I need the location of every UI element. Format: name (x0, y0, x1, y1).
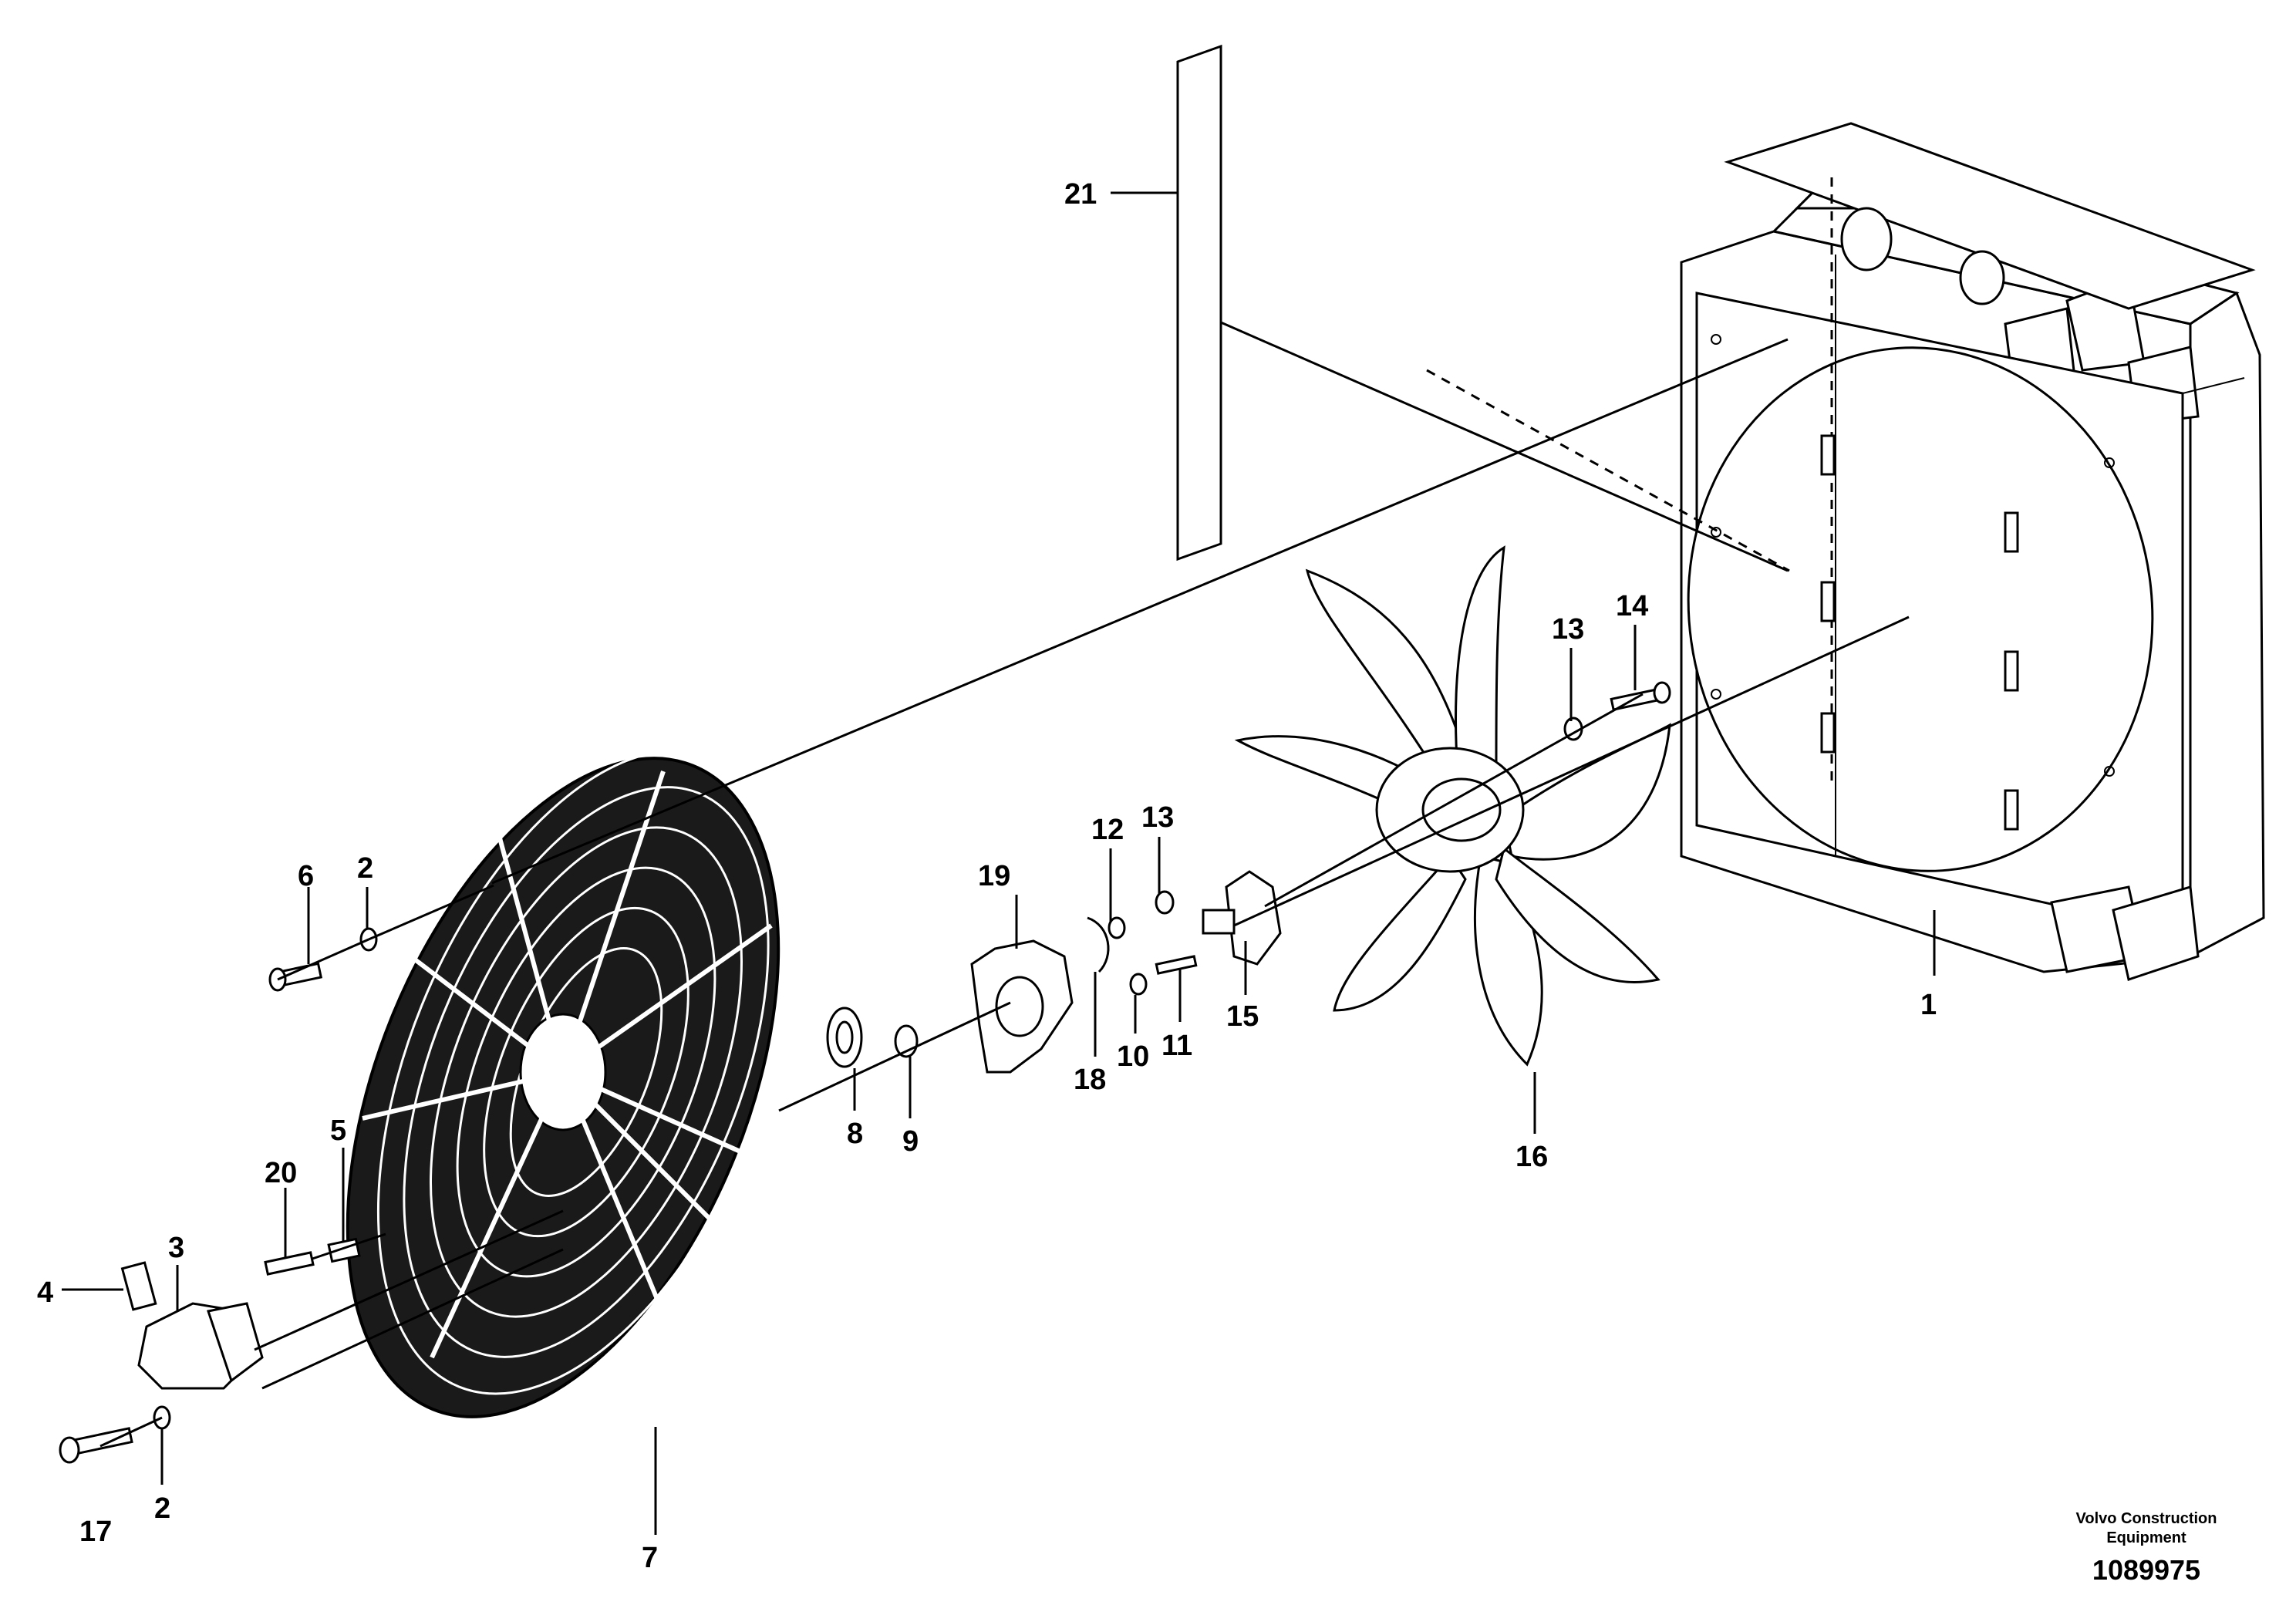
caption-line-2: Equipment (2106, 1529, 2186, 1546)
assembly-lines (99, 321, 1910, 1448)
caption-line-1: Volvo Construction (2076, 1510, 2217, 1527)
part-10-washer (1129, 973, 1148, 996)
callout-17: 17 (79, 1516, 112, 1548)
callout-9: 9 (902, 1125, 919, 1158)
callout-21: 21 (1064, 178, 1097, 211)
part-8-bearing (826, 1007, 863, 1068)
part-6-bolt (268, 962, 323, 992)
callout-6: 6 (298, 860, 314, 892)
callout-16: 16 (1515, 1141, 1548, 1173)
callout-10: 10 (1117, 1040, 1149, 1073)
callout-4: 4 (37, 1276, 53, 1309)
part-7-fan-guard (346, 749, 804, 1418)
part-12-washer (1108, 916, 1126, 939)
callout-19: 19 (978, 860, 1010, 892)
part-18-circlip (1087, 916, 1110, 973)
part-17-bolt (59, 1427, 133, 1464)
part-1-radiator (1680, 122, 2265, 981)
callout-numbers: 21 1 2 6 3 4 5 20 17 2 7 8 9 19 18 10 11… (37, 178, 1937, 1574)
callout-7: 7 (642, 1542, 658, 1574)
part-15-hub (1202, 870, 1282, 966)
part-21-strip (1176, 44, 1222, 561)
callout-8: 8 (847, 1118, 863, 1150)
callout-15: 15 (1226, 1000, 1259, 1033)
callout-5: 5 (330, 1114, 346, 1147)
part-20-bolt (264, 1251, 315, 1276)
callout-13-right: 13 (1552, 613, 1584, 646)
part-19-mounting-plate (970, 939, 1074, 1074)
callout-14: 14 (1616, 590, 1648, 622)
callout-1: 1 (1920, 989, 1937, 1021)
part-16-fan (1234, 545, 1671, 1067)
callout-20: 20 (265, 1157, 297, 1189)
caption: Volvo Construction Equipment 1089975 (2076, 1510, 2217, 1586)
part-11-bolt (1155, 955, 1198, 975)
callout-12: 12 (1091, 814, 1124, 846)
callout-2-top: 2 (357, 852, 373, 885)
callout-2-bottom: 2 (154, 1492, 170, 1525)
callout-3: 3 (168, 1232, 184, 1264)
figure-number: 1089975 (2092, 1554, 2200, 1586)
part-13-washer-a (1155, 890, 1175, 915)
callout-13-left: 13 (1141, 801, 1174, 834)
part-3-motor (120, 1261, 264, 1390)
callout-11: 11 (1161, 1030, 1192, 1062)
callout-leaders (62, 191, 1936, 1535)
callout-18: 18 (1074, 1064, 1106, 1096)
